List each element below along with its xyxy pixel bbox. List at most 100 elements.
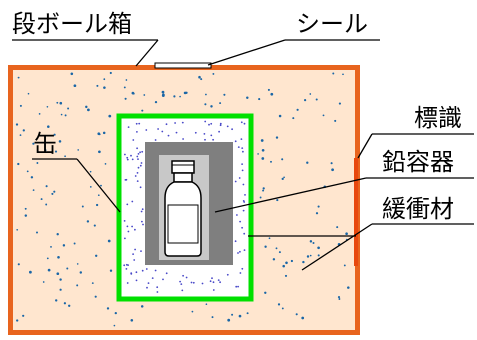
cushioning-dot <box>173 95 176 98</box>
can-cushioning-dot <box>127 126 130 128</box>
can-cushioning-dot <box>126 158 129 161</box>
cushioning-dot <box>306 255 310 258</box>
cushioning-dot <box>16 319 19 322</box>
cushioning-dot <box>309 93 312 95</box>
cushioning-dot <box>275 136 279 139</box>
cushioning-dot <box>104 163 107 165</box>
cushioning-dot <box>309 254 312 257</box>
cushioning-dot <box>19 104 22 107</box>
can-cushioning-dot <box>212 289 215 291</box>
can-cushioning-dot <box>137 158 139 161</box>
cushioning-dot <box>281 307 284 310</box>
cushioning-dot <box>36 162 39 164</box>
cushioning-dot <box>162 93 165 97</box>
cushioning-dot <box>272 258 276 261</box>
can-cushioning-dot <box>136 155 139 158</box>
can-cushioning-dot <box>137 166 140 169</box>
can-cushioning-dot <box>126 203 129 206</box>
cushioning-dot <box>270 92 274 96</box>
can-cushioning-dot <box>241 163 244 166</box>
cushioning-dot <box>259 196 262 199</box>
can-cushioning-dot <box>141 269 144 272</box>
cushioning-dot <box>205 303 208 306</box>
cushioning-dot <box>22 314 25 317</box>
cushioning-dot <box>278 251 281 254</box>
cushioning-dot <box>302 260 305 264</box>
cushioning-dot <box>16 228 19 231</box>
cushioning-dot <box>312 241 315 245</box>
can-cushioning-dot <box>236 214 238 216</box>
can-cushioning-dot <box>141 208 144 211</box>
cushioning-dot <box>246 96 249 100</box>
can-cushioning-dot <box>167 134 170 137</box>
cushioning-dot <box>306 161 309 164</box>
cushioning-dot <box>30 176 34 179</box>
cushioning-dot <box>317 254 320 257</box>
can-cushioning-dot <box>133 259 136 261</box>
cushioning-dot <box>113 324 116 327</box>
cushioning-dot <box>290 259 294 263</box>
cushioning-dot <box>67 107 70 110</box>
cushioning-dot <box>94 295 97 298</box>
can-cushioning-dot <box>212 281 215 284</box>
cushioning-dot <box>93 224 96 227</box>
cushioning-dot <box>336 226 339 229</box>
leader-lines <box>12 39 474 271</box>
cushioning-dot <box>109 71 112 75</box>
cushioning-dot <box>45 185 48 188</box>
can-cushioning-dot <box>137 153 140 155</box>
cushioning-dot <box>281 158 284 161</box>
cushioning-dot <box>60 113 63 116</box>
cushioning-dot <box>204 103 207 106</box>
cushioning-dot <box>56 101 59 104</box>
cushioning-dot <box>257 153 259 155</box>
cushioning-dot <box>304 99 307 102</box>
cushioning-dot <box>53 190 56 193</box>
can-cushioning-dot <box>208 123 210 126</box>
cushioning-dot <box>96 84 99 87</box>
can-cushioning-dot <box>217 279 220 281</box>
cushioning-dot <box>32 142 35 145</box>
can-cushioning-dot <box>124 237 126 240</box>
cushioning-dot <box>154 100 158 104</box>
cushioning-dot <box>103 86 106 89</box>
cushioning-dot <box>258 98 261 101</box>
cushioning-dot <box>227 318 231 322</box>
can-cushioning-dot <box>146 286 148 289</box>
cushioning-dot <box>50 245 52 248</box>
cushioning-dot <box>185 91 188 94</box>
cushioning-dot <box>264 291 267 294</box>
cushioning-dot <box>58 140 62 143</box>
cushioning-dot <box>73 242 76 245</box>
can-cushioning-dot <box>243 232 246 235</box>
cushioning-dot <box>141 109 144 112</box>
can-cushioning-dot <box>140 250 142 253</box>
can-cushioning-dot <box>218 130 221 133</box>
cushioning-dot <box>106 307 110 310</box>
cushioning-dot <box>223 93 226 96</box>
seal-label: シール <box>296 10 368 38</box>
cushioning-dot <box>56 233 59 236</box>
cushioning-dot <box>19 134 22 136</box>
can-cushioning-dot <box>140 162 143 164</box>
sign-label: 標識 <box>414 104 462 132</box>
cushioning-dot <box>57 255 60 259</box>
cushioning-dot <box>59 101 63 105</box>
cushioning-dot <box>114 311 117 315</box>
cushioning-dot <box>53 133 56 136</box>
can-cushioning-dot <box>134 248 137 251</box>
can-cushioning-dot <box>162 278 164 281</box>
cushioning-dot <box>211 316 214 319</box>
cushioning-dot <box>262 189 265 192</box>
can-cushioning-dot <box>136 172 139 174</box>
cushioning-dot <box>212 72 215 75</box>
cushioning-dot <box>54 150 58 153</box>
can-cushioning-dot <box>194 131 197 134</box>
can-cushioning-dot <box>219 122 222 125</box>
can-cushioning-dot <box>124 153 126 156</box>
can-cushioning-dot <box>174 122 177 124</box>
cushioning-dot <box>46 257 49 260</box>
cushioning-dot <box>95 203 99 207</box>
can-cushioning-dot <box>138 122 141 125</box>
can-cushioning-dot <box>130 154 132 157</box>
